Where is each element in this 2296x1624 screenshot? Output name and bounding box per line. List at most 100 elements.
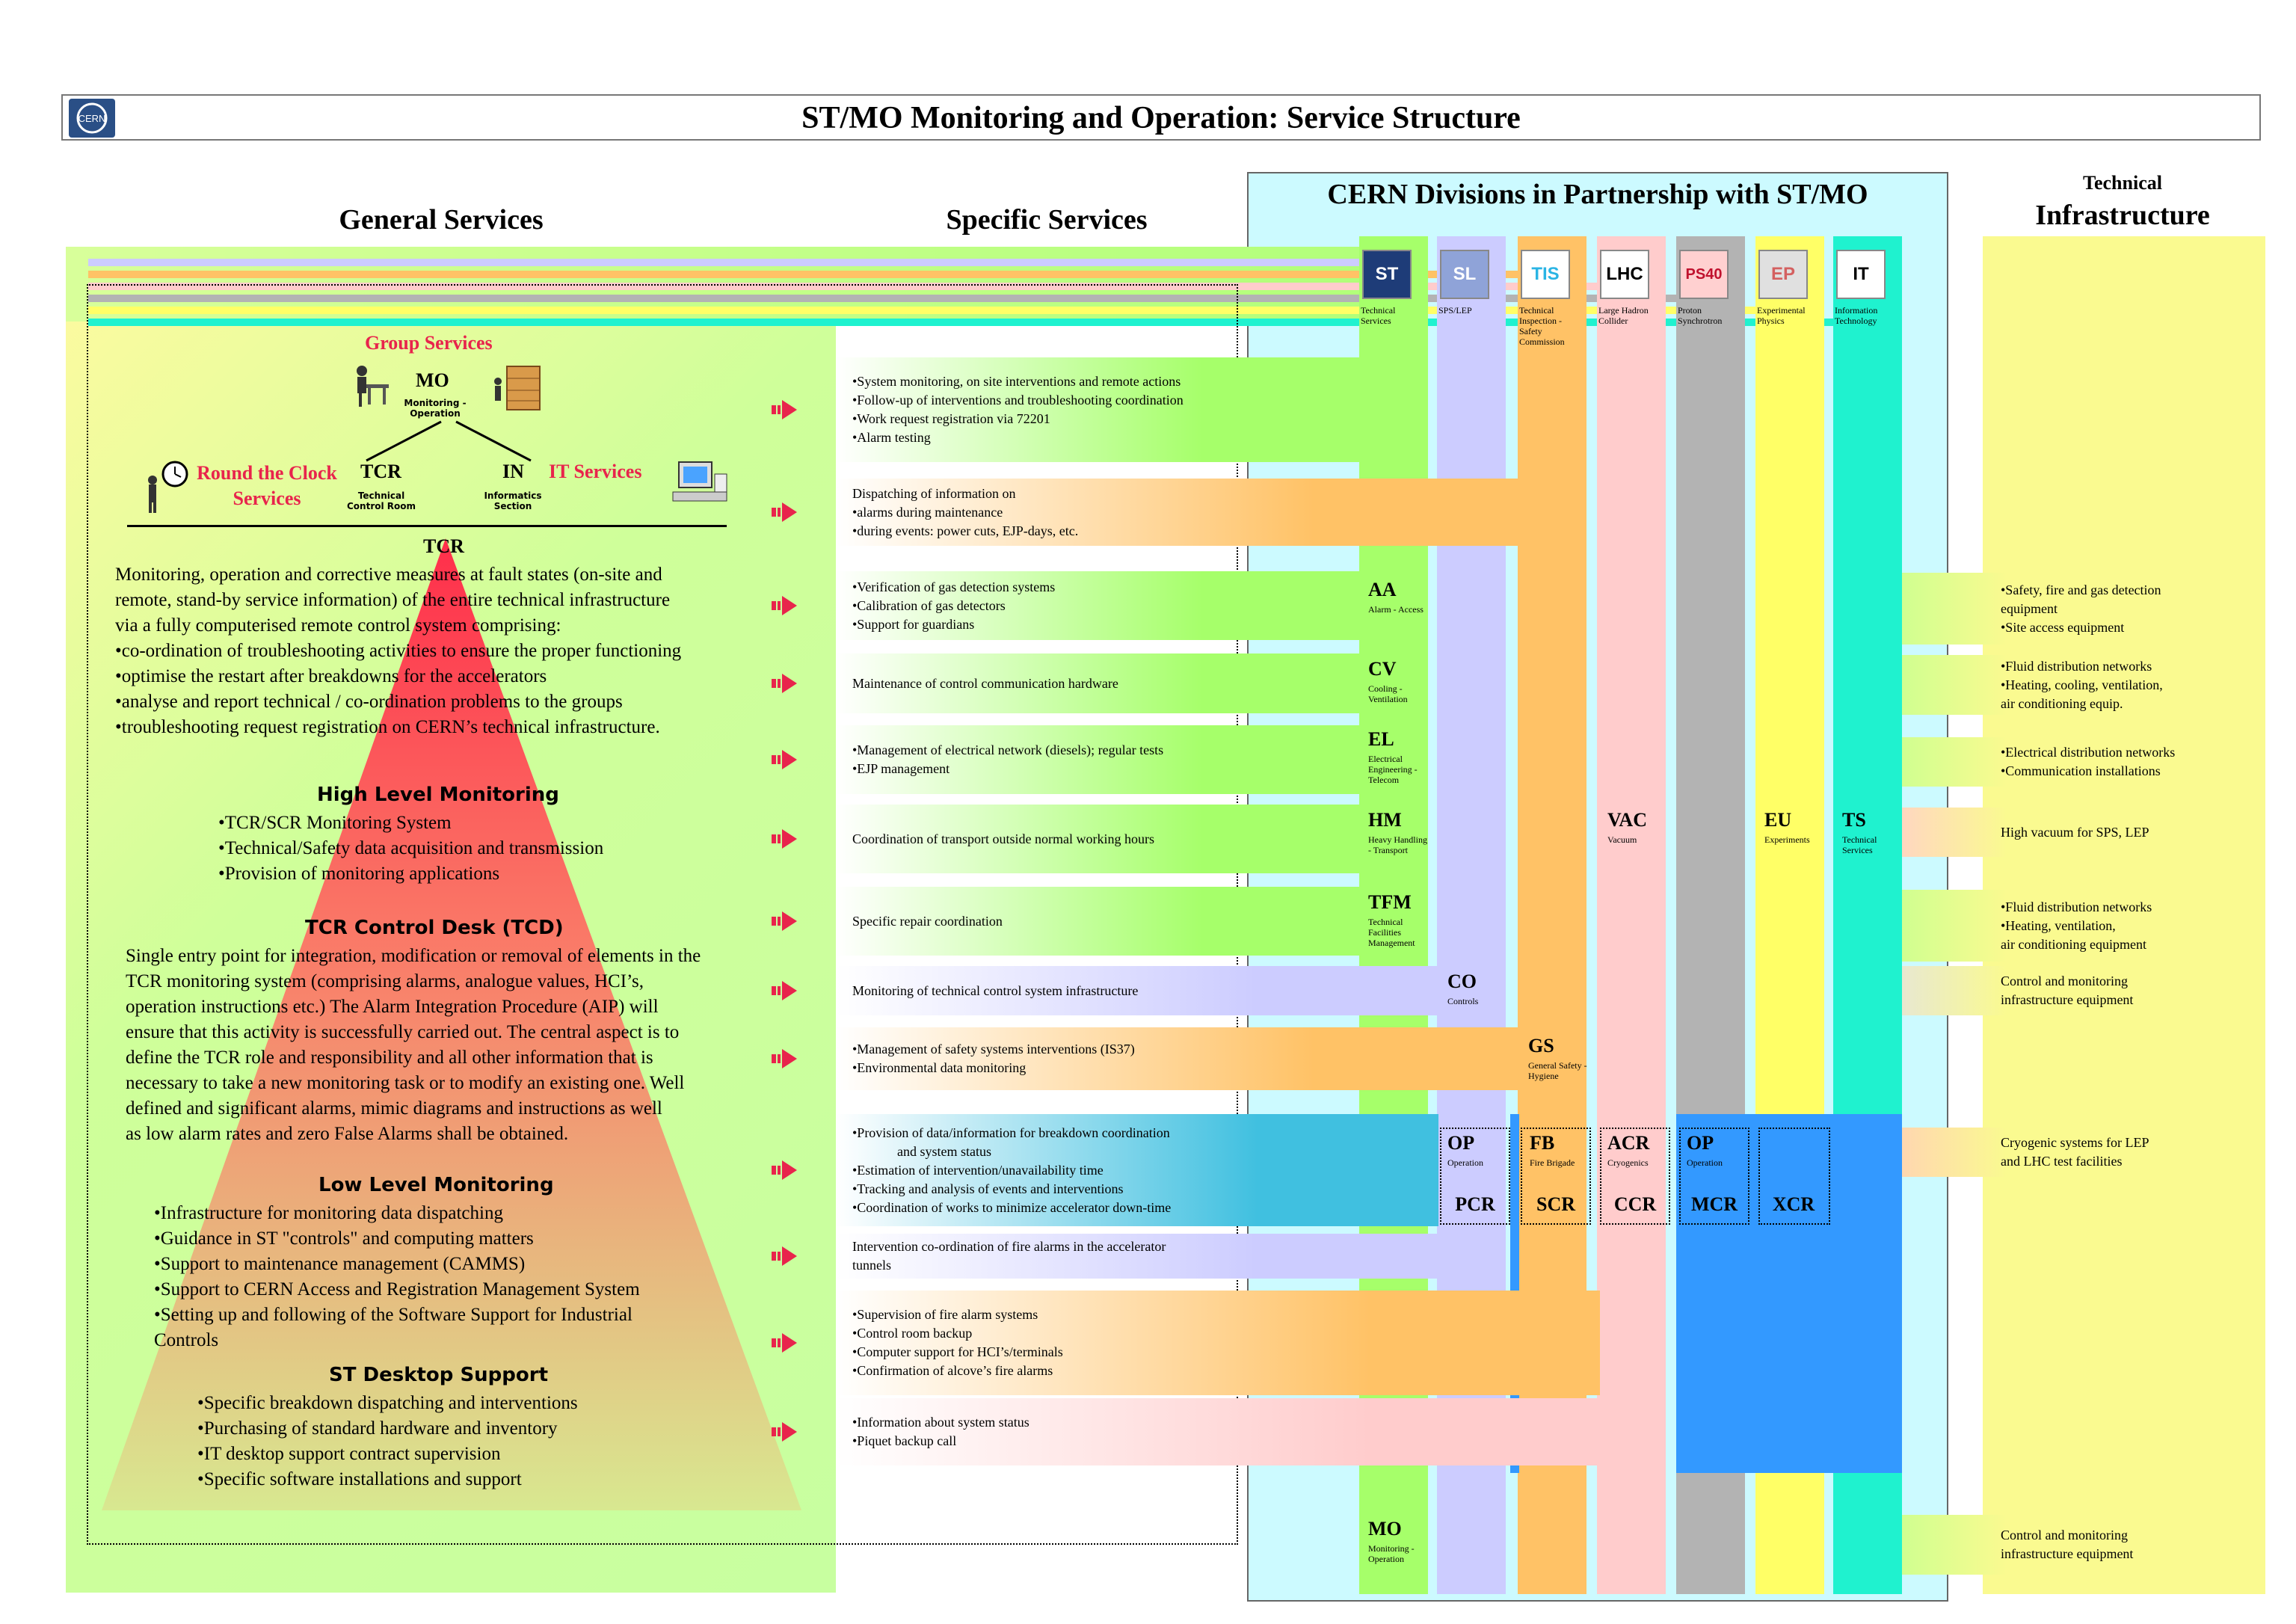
group-sub-aa: Alarm - Access (1368, 604, 1424, 615)
service-text: •Information about system status•Piquet … (852, 1413, 1271, 1451)
row-arrow-icon (772, 911, 797, 931)
text-line: •Follow-up of interventions and troubles… (852, 393, 1184, 407)
text-line: •Provision of data/information for break… (852, 1125, 1170, 1140)
text-line: •Calibration of gas detectors (852, 597, 1006, 613)
row-arrow-icon (772, 1246, 797, 1266)
service-row (836, 966, 1438, 1015)
text-line: •Support to maintenance management (CAMM… (154, 1254, 526, 1274)
group-sub-fb: Fire Brigade (1530, 1157, 1575, 1168)
hlm-title: High Level Monitoring (317, 784, 559, 806)
service-row (836, 653, 1361, 713)
text-line: •Fluid distribution networks (2001, 658, 2152, 674)
infra-band (1902, 655, 2007, 715)
text-line: •IT desktop support contract supervision (197, 1444, 501, 1464)
infra-band (1902, 808, 2007, 857)
infra-band (1902, 1128, 2007, 1177)
text-line: Monitoring, operation and corrective mea… (115, 565, 662, 585)
org-connector-lines (366, 420, 532, 462)
group-code-fb: FB (1530, 1132, 1555, 1154)
filing-cabinet-icon (492, 363, 543, 413)
control-room-box (1679, 1128, 1749, 1225)
row-arrow-icon (772, 1333, 797, 1353)
tcr-description: Monitoring, operation and corrective mea… (115, 562, 788, 740)
mo-sub-label: Monitoring - Operation (404, 398, 467, 419)
group-code-cv: CV (1368, 658, 1397, 680)
tcr-sub-label: Technical Control Room (346, 490, 416, 511)
group-sub-vac: Vacuum (1607, 834, 1637, 845)
service-text: Monitoring of technical control system i… (852, 982, 1271, 1000)
infra-text: •Electrical distribution networks•Commun… (2001, 743, 2255, 781)
computer-icon (670, 459, 733, 511)
group-code-op1: OP (1447, 1132, 1475, 1154)
header-specific-services: Specific Services (946, 204, 1148, 236)
text-line: TCR monitoring system (comprising alarms… (126, 971, 644, 991)
row-arrow-icon (772, 1422, 797, 1442)
group-sub-tfm: Technical Facilities Management (1368, 917, 1415, 948)
text-line: ensure that this activity is successfull… (126, 1022, 680, 1042)
text-line: •Heating, cooling, ventilation, (2001, 677, 2163, 692)
group-code-op2: OP (1687, 1132, 1714, 1154)
infra-text: •Safety, fire and gas detection equipment… (2001, 581, 2255, 637)
text-line: via a fully computerised remote control … (115, 615, 561, 636)
text-line: •Heating, ventilation, (2001, 917, 2116, 933)
text-line: as low alarm rates and zero False Alarms… (126, 1124, 569, 1144)
header-technical: Technical (2083, 172, 2162, 194)
division-label: Technical Services (1361, 305, 1396, 326)
division-label: Experimental Physics (1757, 305, 1806, 326)
service-row (836, 479, 1519, 546)
text-line: •TCR/SCR Monitoring System (218, 813, 452, 833)
service-row (836, 571, 1361, 640)
text-line: •Alarm testing (852, 430, 931, 445)
group-code-el: EL (1368, 728, 1394, 750)
control-room-box (1521, 1128, 1591, 1225)
text-line: •Technical/Safety data acquisition and t… (218, 838, 604, 858)
text-line: and system status (897, 1143, 991, 1159)
text-line: •EJP management (852, 761, 950, 776)
header-infrastructure: Infrastructure (2035, 200, 2210, 231)
division-it-icon: IT (1836, 250, 1886, 299)
text-line: •Safety, fire and gas detection (2001, 582, 2161, 597)
page-title: ST/MO Monitoring and Operation: Service … (801, 101, 1521, 135)
column-lhc (1597, 236, 1666, 1594)
control-room-scr: SCR (1536, 1193, 1575, 1215)
in-sub-label: Informatics Section (484, 490, 542, 511)
text-line: operation instructions etc.) The Alarm I… (126, 997, 659, 1017)
group-sub-acr: Cryogenics (1607, 1157, 1649, 1168)
group-sub-gs: General Safety - Hygiene (1528, 1060, 1587, 1081)
text-line: •Confirmation of alcove’s fire alarms (852, 1363, 1053, 1378)
row-arrow-icon (772, 981, 797, 1000)
row-arrow-icon (772, 750, 797, 769)
service-text: Specific repair coordination (852, 912, 1271, 931)
row-arrow-icon (772, 1160, 797, 1180)
control-room-ccr: CCR (1613, 1193, 1657, 1215)
service-row (836, 1291, 1600, 1395)
control-room-box (1440, 1128, 1510, 1225)
stripe-ep (88, 307, 1778, 314)
row-arrow-icon (772, 596, 797, 615)
tcr-label: TCR (360, 461, 401, 482)
division-lhc-icon: LHC (1600, 250, 1649, 299)
text-line: •optimise the restart after breakdowns f… (115, 666, 547, 686)
group-sub-el: Electrical Engineering - Telecom (1368, 754, 1418, 785)
stripe-ps (88, 295, 1696, 302)
text-line: •Tracking and analysis of events and int… (852, 1181, 1124, 1196)
service-text: Intervention co-ordination of fire alarm… (852, 1237, 1271, 1275)
text-line: equipment (2001, 600, 2058, 616)
text-line: •Provision of monitoring applications (218, 864, 500, 884)
text-line: •Setting up and following of the Softwar… (154, 1305, 633, 1325)
tcd-description: Single entry point for integration, modi… (126, 944, 798, 1147)
control-room-mcr: MCR (1690, 1193, 1738, 1215)
text-line: Coordination of transport outside normal… (852, 831, 1154, 846)
text-line: Monitoring of technical control system i… (852, 982, 1139, 998)
division-label: SPS/LEP (1438, 305, 1472, 316)
text-line: infrastructure equipment (2001, 992, 2134, 1007)
text-line: •Specific breakdown dispatching and inte… (197, 1393, 578, 1413)
text-line: defined and significant alarms, mimic di… (126, 1098, 662, 1119)
cern-logo-icon: CERN (69, 99, 115, 138)
division-ps40-icon: PS40 (1679, 250, 1729, 299)
service-text: •Verification of gas detection systems•C… (852, 578, 1271, 634)
infra-text: •Fluid distribution networks •Heating, co… (2001, 657, 2255, 713)
control-room-pcr: PCR (1455, 1193, 1495, 1215)
service-text: •System monitoring, on site intervention… (852, 372, 1271, 447)
